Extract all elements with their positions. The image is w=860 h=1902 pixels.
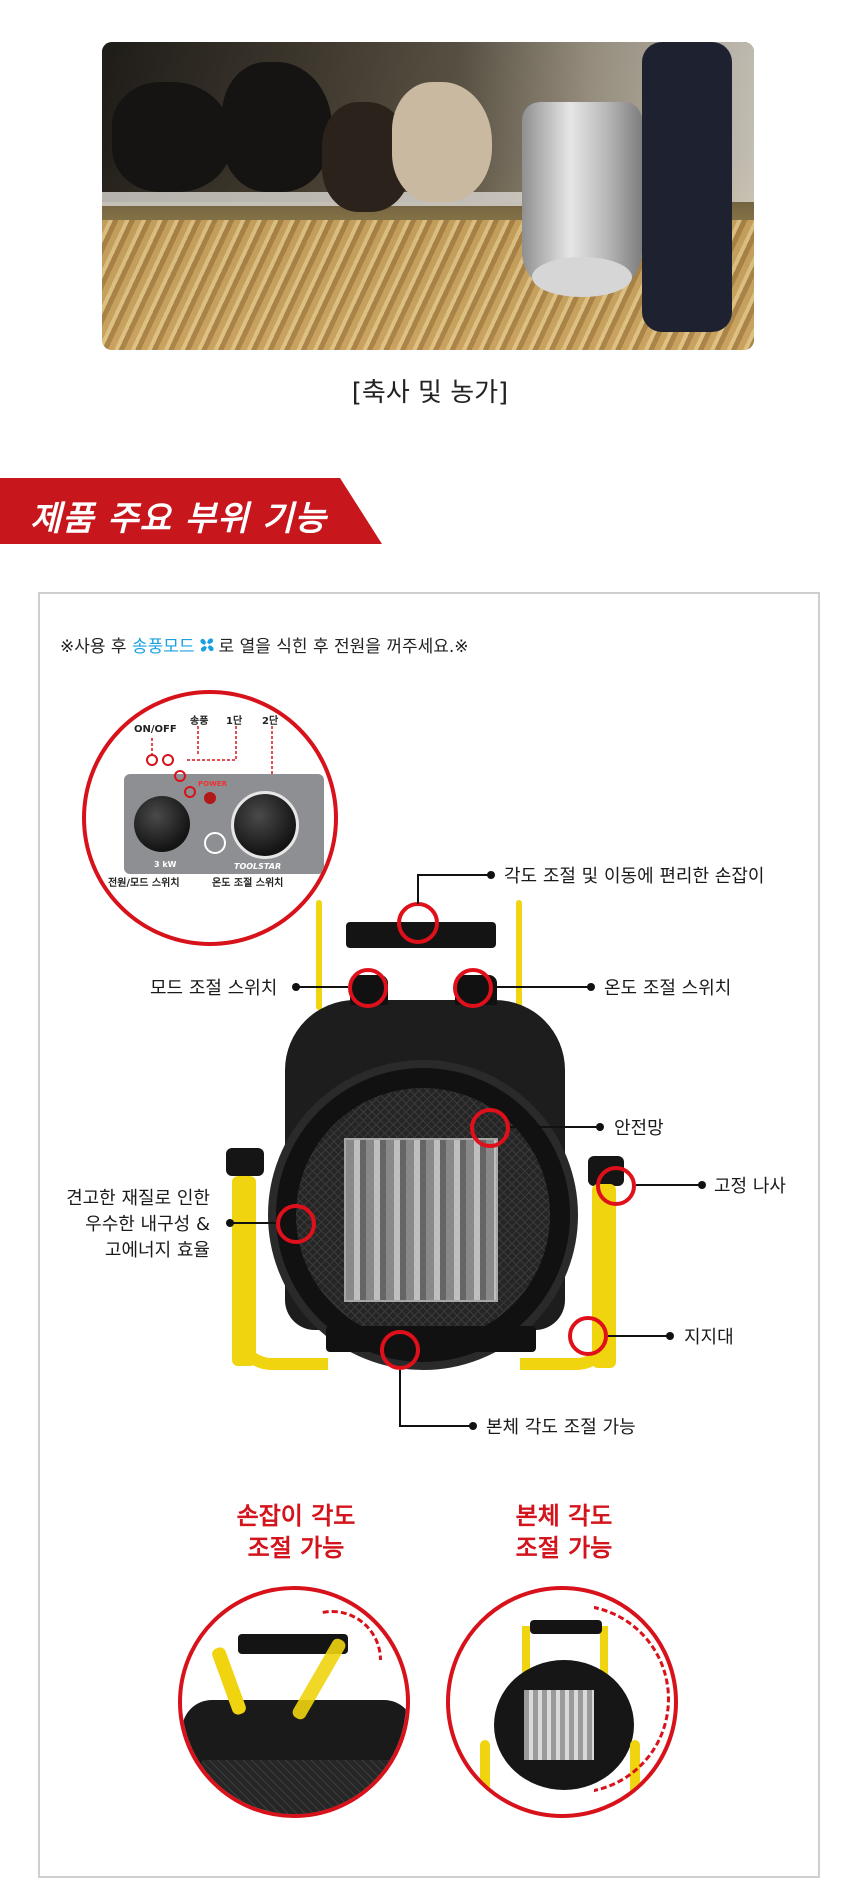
handle-angle-circle (178, 1586, 410, 1818)
notice-prefix: ※사용 후 (60, 637, 132, 657)
callout-dot (469, 1422, 477, 1430)
power-indicator-label: POWER (198, 780, 227, 788)
body-angle-title-line2: 조절 가능 (515, 1534, 613, 1562)
body-angle-callout: 본체 각도 조절 가능 (486, 1417, 636, 1438)
callout-line (417, 874, 419, 904)
left-fixing-knob[interactable] (226, 1148, 264, 1176)
callout-dot (596, 1123, 604, 1131)
power-rating: 3 kW (154, 860, 177, 869)
power-mode-switch-label: 전원/모드 스위치 (108, 878, 180, 889)
control-panel: POWER 3 kW TOOLSTAR (124, 774, 324, 874)
base-marker-ring (380, 1330, 420, 1370)
callout-line (399, 1370, 401, 1426)
durability-callout: 견고한 재질로 인한 우수한 내구성 & 고에너지 효율 (58, 1186, 210, 1264)
durability-line-3: 고에너지 효율 (104, 1240, 210, 1261)
screw-marker-ring (596, 1166, 636, 1206)
onoff-label: ON/OFF (134, 724, 177, 735)
mode-marker-ring (348, 968, 388, 1008)
durability-line-2: 우수한 내구성 & (85, 1214, 210, 1235)
usage-notice: ※사용 후 송풍모드 로 열을 식힌 후 전원을 꺼주세요.※ (60, 632, 469, 657)
callout-dot (587, 983, 595, 991)
power-led-icon (204, 792, 216, 804)
heating-element (344, 1138, 498, 1302)
callout-line (510, 1126, 598, 1128)
temp-switch-label: 온도 조절 스위치 (212, 878, 284, 889)
marker-ring (146, 754, 158, 766)
body-marker-ring (276, 1204, 316, 1244)
notice-highlight: 송풍모드 (131, 637, 195, 657)
durability-line-1: 견고한 재질로 인한 (66, 1188, 210, 1209)
dial-ring (231, 791, 299, 859)
stand-callout: 지지대 (684, 1327, 734, 1348)
body-angle-circle (446, 1586, 678, 1818)
callout-dot (487, 871, 495, 879)
section-banner: 제품 주요 부위 기능 (0, 478, 382, 544)
callout-line (636, 1184, 700, 1186)
section-title: 제품 주요 부위 기능 (30, 499, 327, 539)
stand-left-foot (232, 1310, 328, 1370)
farm-photo (102, 42, 754, 350)
milk-can-bottom (532, 257, 632, 297)
closeup-handle (238, 1634, 348, 1654)
handle-left-arm (316, 900, 322, 1010)
mode-switch-callout: 모드 조절 스위치 (150, 978, 278, 999)
closeup-mesh (202, 1760, 392, 1814)
cow-head (392, 82, 492, 202)
handle-marker-ring (397, 902, 439, 944)
marker-ring (162, 754, 174, 766)
callout-dot (292, 983, 300, 991)
level2-label: 2단 (262, 716, 279, 727)
stand-marker-ring (568, 1316, 608, 1356)
cow-head (222, 62, 332, 192)
fan-mode-label: 송풍 (190, 716, 209, 727)
marker-ring (184, 786, 196, 798)
control-panel-zoom: ON/OFF 송풍 1단 2단 POWER 3 kW TOOLSTAR 전원/모… (82, 690, 338, 946)
level1-label: 1단 (226, 716, 243, 727)
fixing-screw-callout: 고정 나사 (714, 1176, 786, 1197)
callout-line (399, 1425, 471, 1427)
callout-dot (226, 1219, 234, 1227)
mesh-marker-ring (470, 1108, 510, 1148)
notice-suffix: 로 열을 식힌 후 전원을 꺼주세요.※ (218, 637, 469, 657)
brand-logo: TOOLSTAR (234, 862, 282, 871)
body-angle-title: 본체 각도 조절 가능 (464, 1500, 664, 1564)
base-bracket (326, 1326, 536, 1352)
callout-line (608, 1335, 668, 1337)
callout-dot (698, 1181, 706, 1189)
handle-callout: 각도 조절 및 이동에 편리한 손잡이 (504, 866, 765, 887)
callout-line (232, 1222, 276, 1224)
marker-ring (174, 770, 186, 782)
farmer-legs (642, 42, 732, 332)
handle-angle-title-line2: 조절 가능 (247, 1534, 345, 1562)
callout-line (298, 986, 348, 988)
mini-stand-leg (480, 1740, 490, 1800)
callout-dot (666, 1332, 674, 1340)
no-cover-icon (204, 832, 226, 854)
mode-knob[interactable] (134, 796, 190, 852)
mini-handle (530, 1620, 602, 1634)
temp-switch-callout: 온도 조절 스위치 (604, 978, 732, 999)
callout-line (417, 874, 491, 876)
mini-heating-element (524, 1690, 594, 1760)
handle-angle-title-line1: 손잡이 각도 (236, 1502, 356, 1530)
feature-box (38, 592, 820, 1878)
handle-right-arm (516, 900, 522, 1010)
body-angle-title-line1: 본체 각도 (515, 1502, 613, 1530)
temp-marker-ring (453, 968, 493, 1008)
temperature-knob[interactable] (231, 791, 299, 859)
photo-caption: [축사 및 농가] (351, 378, 509, 408)
safety-net-callout: 안전망 (614, 1118, 664, 1139)
callout-line (493, 986, 589, 988)
handle-angle-title: 손잡이 각도 조절 가능 (196, 1500, 396, 1564)
fan-icon (199, 638, 214, 652)
cow-head (112, 82, 232, 192)
mini-handle-arm (522, 1626, 530, 1686)
